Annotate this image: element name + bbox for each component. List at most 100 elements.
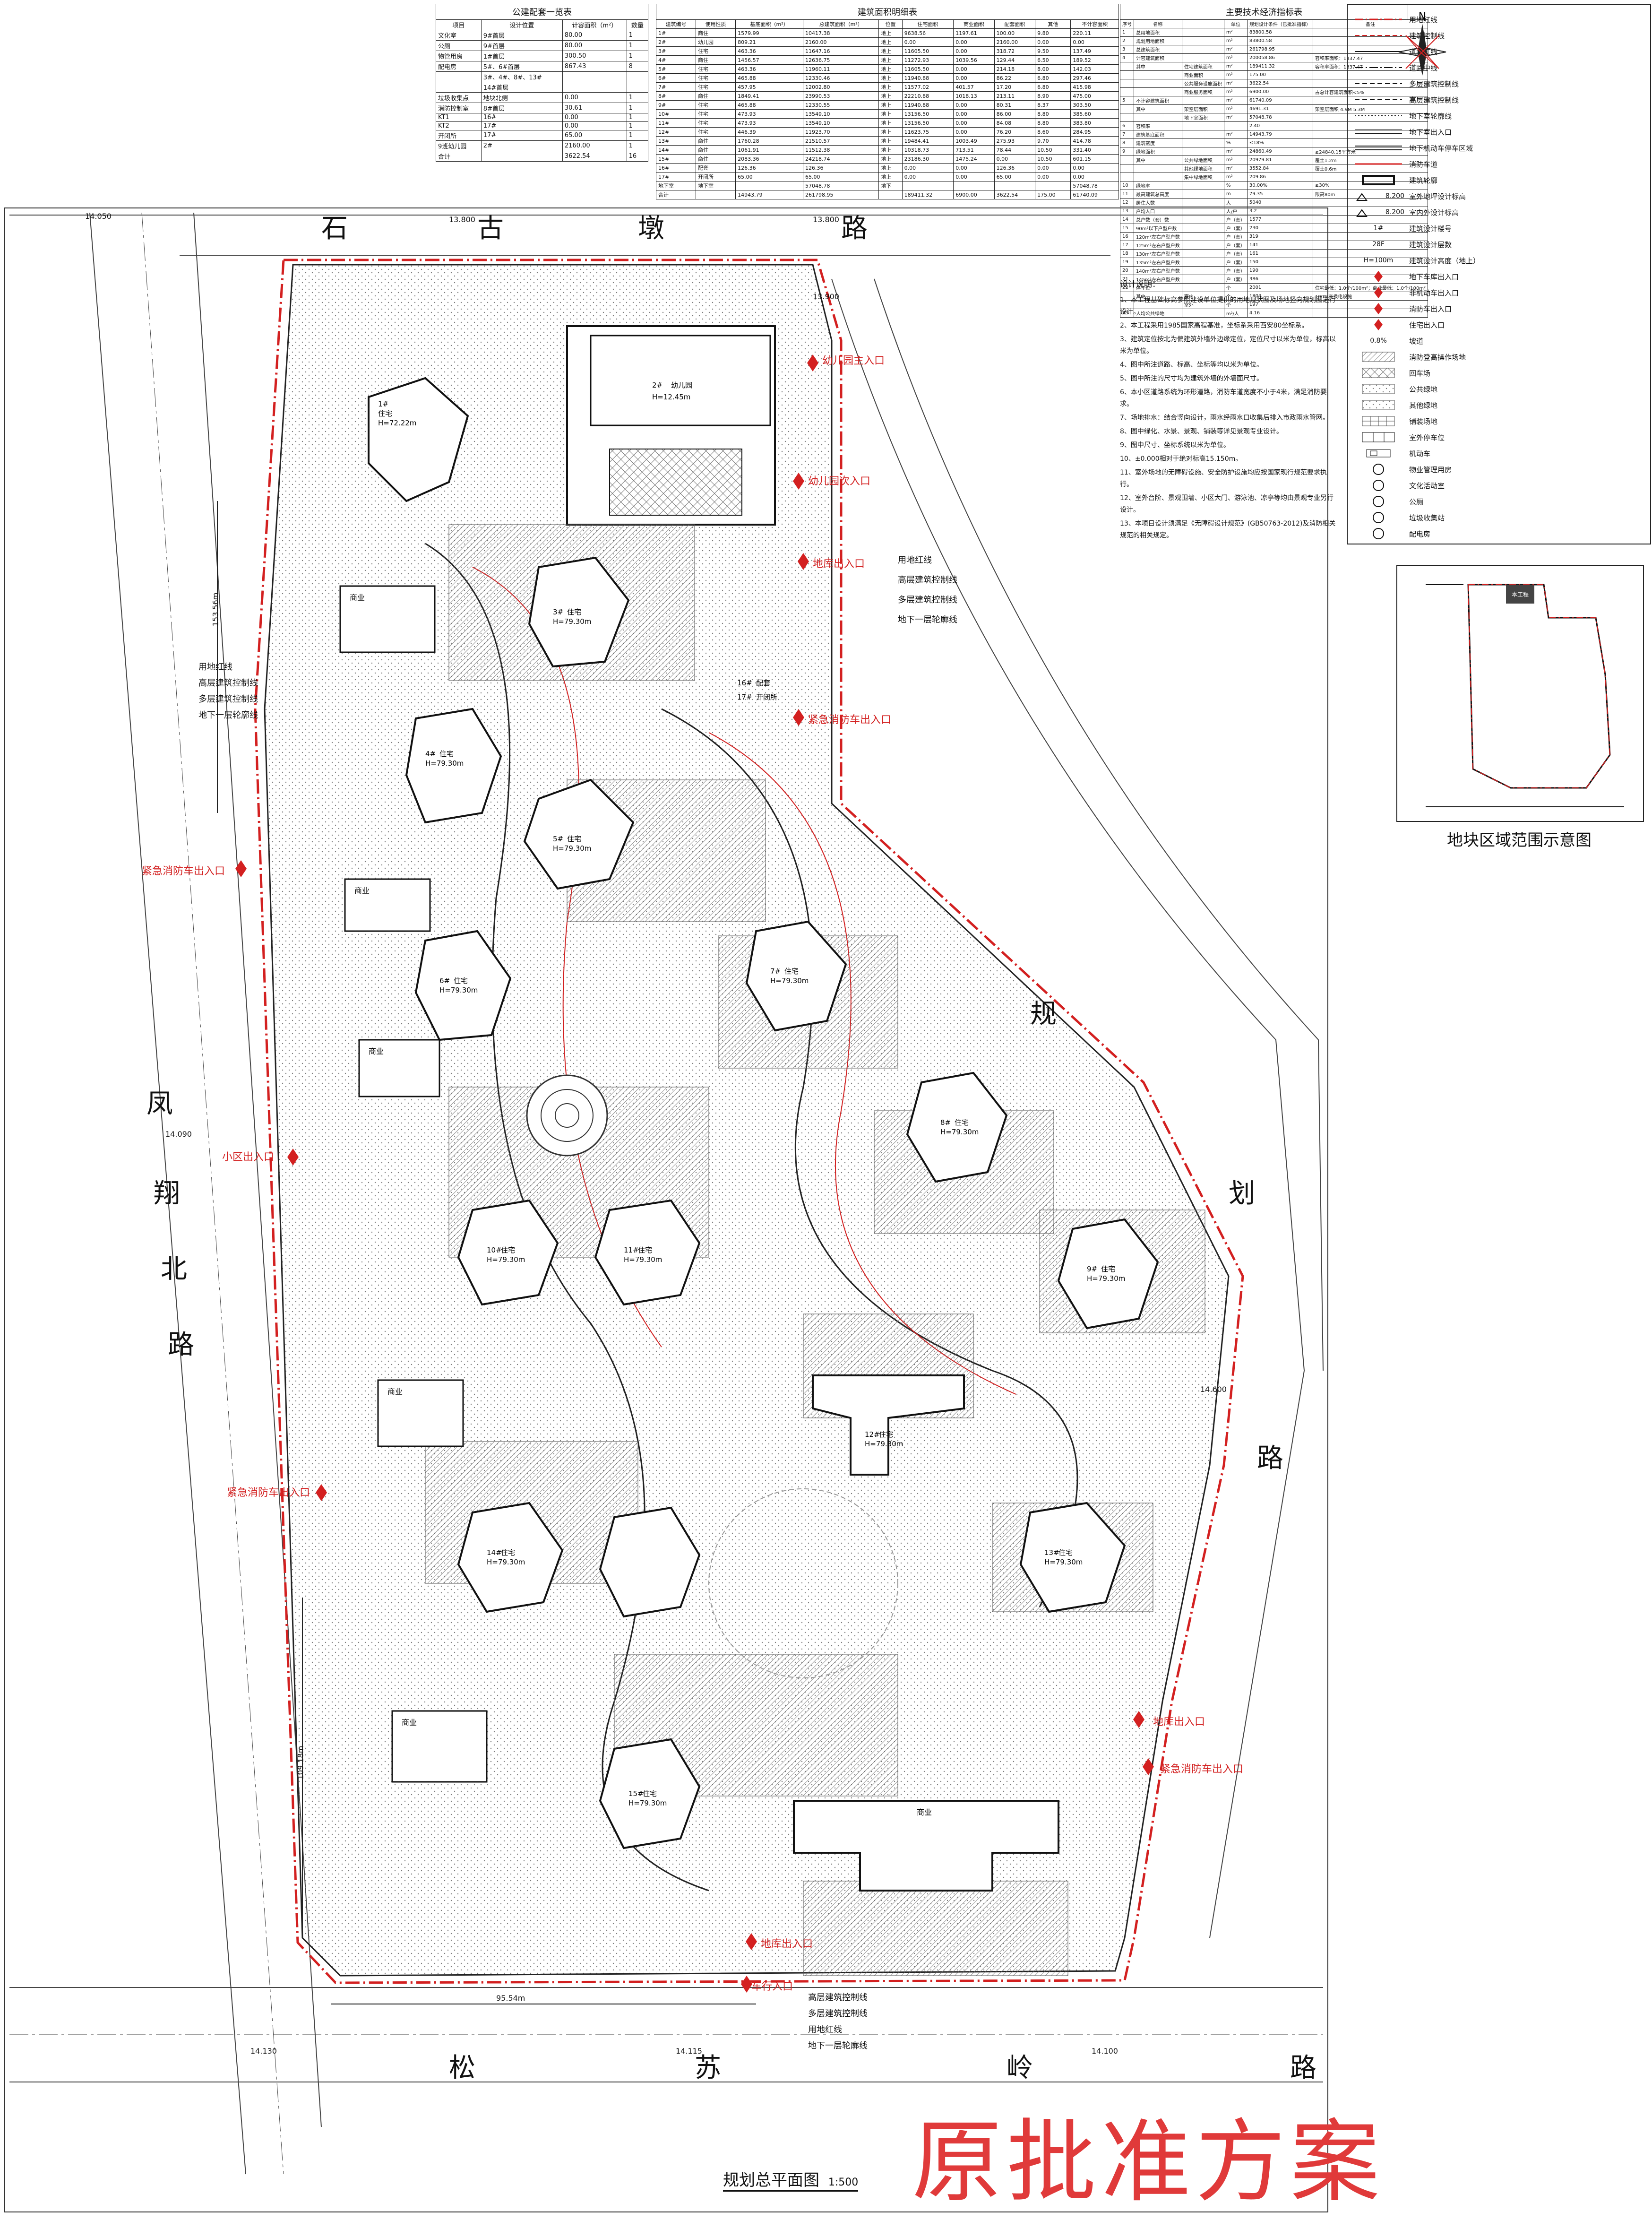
design-note-item: 9、图中尺寸、坐标系统以米为单位。 — [1120, 441, 1230, 449]
svg-text:16#: 16# — [737, 679, 752, 687]
area-table-cell: 213.11 — [994, 91, 1036, 101]
svg-text:H=12.45m: H=12.45m — [652, 393, 690, 401]
legend-row: 铺装场地 — [1352, 413, 1645, 429]
road-east-char-3: 路 — [1257, 1443, 1284, 1474]
road-north-char-1: 石 — [321, 213, 349, 244]
area-table-cell: 189411.32 — [902, 190, 954, 199]
svg-text:11#: 11# — [624, 1246, 639, 1254]
svg-text:住宅: 住宅 — [501, 1246, 515, 1254]
area-table-cell: 16# — [655, 163, 697, 173]
callout-south-3: 用地红线 — [808, 2025, 842, 2035]
area-table-cell: 地上 — [878, 73, 903, 83]
elevation-mark-icon: 8.200 — [1352, 207, 1404, 218]
entrance-arrows — [235, 354, 1154, 1993]
thick-outline-icon — [1352, 174, 1404, 186]
callout-west-3: 多层建筑控制线 — [198, 694, 258, 704]
area-table-cell: 0.00 — [1070, 163, 1119, 173]
public-table-cell: 配电房 — [436, 61, 482, 72]
public-table-cell: 垃圾收集点 — [436, 92, 482, 103]
site-area-svg: 本工程 — [1426, 584, 1624, 807]
svg-text:H=79.30m: H=79.30m — [940, 1128, 979, 1136]
entrance-fire-3: 紧急消防车出入口 — [227, 1487, 310, 1499]
road-south-char-2: 苏 — [695, 2053, 722, 2083]
design-note-item: 2、本工程采用1985国家高程基准，坐标系采用西安80坐标系。 — [1120, 322, 1308, 329]
design-note-item: 12、室外台阶、景观围墙、小区大门、游泳池、凉亭等均由景观专业另行设计。 — [1120, 494, 1334, 514]
area-table-cell: 465.88 — [735, 100, 804, 110]
area-table-cell — [696, 190, 736, 199]
svg-text:17#: 17# — [737, 693, 752, 701]
svg-text:8#: 8# — [940, 1118, 951, 1127]
red-dashed-line-icon — [1352, 30, 1404, 41]
svg-text:H=79.30m: H=79.30m — [624, 1255, 662, 1264]
svg-text:住宅: 住宅 — [501, 1548, 515, 1557]
public-table-cell: 1#首层 — [481, 51, 563, 61]
svg-text:10#: 10# — [487, 1246, 502, 1254]
area-table-cell: 713.51 — [953, 145, 995, 155]
area-table-cell: 57048.78 — [803, 181, 879, 190]
legend-label: 物业管理用房 — [1409, 465, 1452, 474]
legend-list: 用地红线建筑控制线道路红线道路中线多层建筑控制线高层建筑控制线地下室轮廓线地下室… — [1348, 5, 1650, 548]
entrance-community: 小区出入口 — [222, 1151, 275, 1163]
dim-west-2-label: 109.18m — [296, 1745, 305, 1780]
public-table-cell: 1 — [626, 140, 649, 151]
svg-text:商业: 商业 — [350, 593, 365, 602]
legend-label: 室外停车位 — [1409, 433, 1445, 442]
legend-row: 0.8%坡道 — [1352, 333, 1645, 349]
legend-row: 用地红线 — [1352, 11, 1645, 27]
legend-label: 公共绿地 — [1409, 385, 1438, 394]
area-table-cell: 3622.54 — [994, 190, 1036, 199]
area-table-cell: 0.00 — [953, 46, 995, 56]
legend-value: 0.8% — [1370, 337, 1387, 345]
public-table-cell: 30.61 — [562, 103, 627, 113]
road-west-edge — [89, 212, 246, 2175]
svg-text:H=79.30m: H=79.30m — [1087, 1274, 1125, 1283]
legend-label: 公厕 — [1409, 497, 1424, 506]
area-table-cell: 65.00 — [803, 172, 879, 181]
callout-south-2: 多层建筑控制线 — [808, 2009, 868, 2019]
legend-label: 消防登高操作场地 — [1409, 353, 1466, 362]
legend-label: 非机动车出入口 — [1409, 288, 1459, 297]
property-red-line — [254, 259, 1244, 1984]
entrance-fire-1: 紧急消防车出入口 — [808, 714, 892, 726]
legend-label: 其他绿地 — [1409, 401, 1438, 410]
road-north-char-3: 墩 — [638, 213, 665, 244]
area-table-cell: 地上 — [878, 154, 903, 164]
legend-value: 28F — [1372, 241, 1385, 248]
area-table-cell: 385.60 — [1070, 109, 1119, 119]
elev-s2: 14.100 — [1092, 2047, 1118, 2056]
circle-symbol-icon — [1352, 464, 1404, 475]
public-table-cell: 消防控制室 — [436, 103, 482, 113]
circle-symbol-icon — [1352, 496, 1404, 507]
callout-west-4: 地下一层轮廓线 — [198, 710, 258, 720]
design-note-item: 4、图中所注道路、标高、坐标等均以米为单位。 — [1120, 361, 1263, 369]
area-table-cell: 10318.73 — [902, 145, 954, 155]
area-table-cell: 65.00 — [735, 172, 804, 181]
index-table-cell: 1 — [1120, 28, 1134, 37]
area-table-cell: 9.50 — [1035, 46, 1071, 56]
compass-north-label: N — [1419, 11, 1426, 23]
svg-text:住宅: 住宅 — [567, 608, 581, 616]
public-table-cell: 17# — [481, 130, 563, 141]
design-note-item: 10、±0.000相对于绝对标高15.150m。 — [1120, 455, 1242, 463]
public-table-row: 3#、4#、8#、13# — [436, 71, 649, 82]
entrance-fire-2: 紧急消防车出入口 — [142, 865, 225, 877]
area-table-cell: 地上 — [878, 64, 903, 74]
red-arrow-icon — [1352, 287, 1404, 298]
circle-symbol-icon — [1352, 528, 1404, 539]
svg-text:H=79.30m: H=79.30m — [1044, 1558, 1083, 1566]
svg-text:住宅: 住宅 — [439, 750, 454, 758]
slope-text-icon: 0.8% — [1352, 335, 1404, 346]
area-table-cell: 12002.80 — [803, 82, 879, 92]
